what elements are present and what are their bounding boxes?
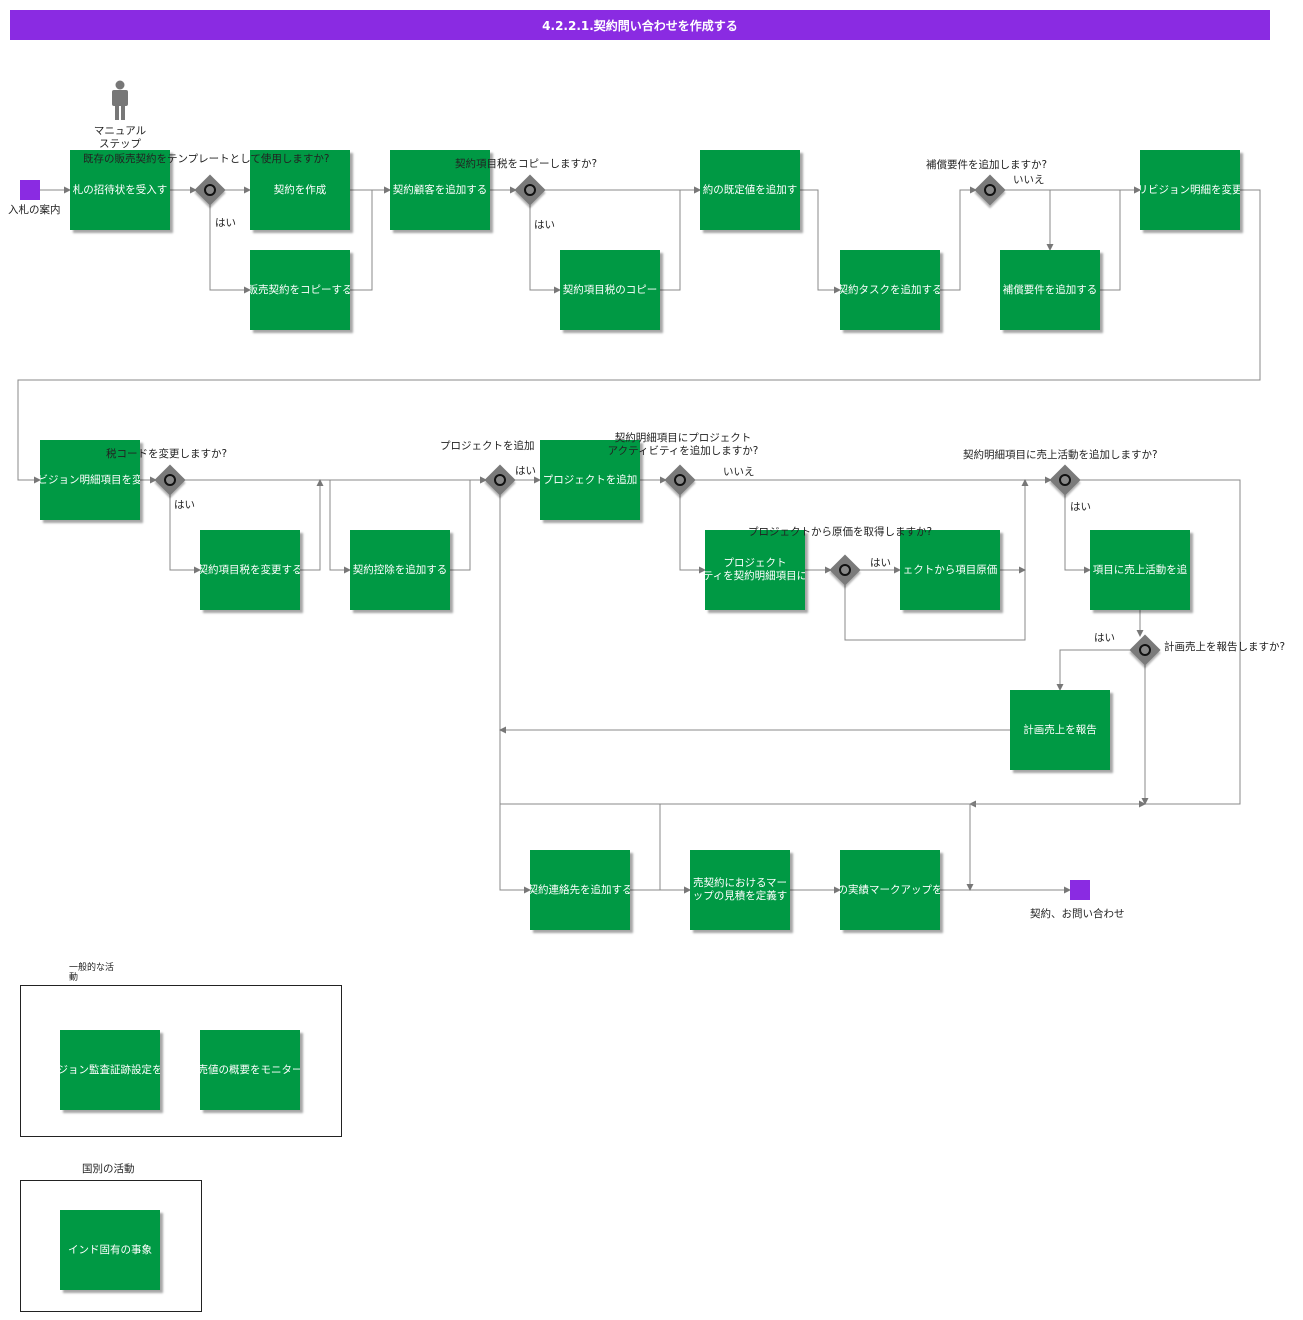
task-add-contract-task[interactable]: 契約タスクを追加する xyxy=(840,250,940,330)
task-label: ェクトから項目原価 xyxy=(902,563,998,576)
task-label: 契約タスクを追加する xyxy=(840,283,940,296)
task-change-contract-item-tax[interactable]: 契約項目税を変更する xyxy=(200,530,300,610)
task-label: リビジョン明細を変更 xyxy=(1140,183,1240,196)
task-get-cost-from-project[interactable]: ェクトから項目原価 xyxy=(900,530,1000,610)
task-label: 項目に売上活動を追 xyxy=(1092,563,1188,576)
branch-yes-label: はい xyxy=(1070,501,1091,513)
general-activities-box xyxy=(20,985,342,1137)
task-label: 契約項目税を変更する xyxy=(200,563,300,576)
start-event-label: 入札の案内 xyxy=(8,204,61,216)
task-label: 約の既定値を追加す xyxy=(702,183,798,196)
end-event[interactable] xyxy=(1070,880,1090,900)
task-add-project[interactable]: プロジェクトを追加 xyxy=(540,440,640,520)
task-define-markup-estimate[interactable]: 売契約におけるマー ップの見積を定義す xyxy=(690,850,790,930)
country-activities-title: 国別の活動 xyxy=(82,1163,135,1175)
task-copy-sales-contract[interactable]: 販売契約をコピーする xyxy=(250,250,350,330)
task-label: 売値の概要をモニター xyxy=(200,1063,300,1076)
question-label: 契約項目税をコピーしますか? xyxy=(455,158,598,170)
task-create-contract[interactable]: 契約を作成 xyxy=(250,150,350,230)
task-label: 契約連絡先を追加する xyxy=(530,883,630,896)
task-copy-contract-item-tax[interactable]: 契約項目税のコピー xyxy=(560,250,660,330)
task-label: 契約項目税のコピー xyxy=(562,283,658,296)
task-add-contract-deduction[interactable]: 契約控除を追加する xyxy=(350,530,450,610)
branch-yes-label: はい xyxy=(534,219,555,231)
branch-yes-label: はい xyxy=(1094,632,1115,644)
start-event[interactable] xyxy=(20,180,40,200)
branch-no-label: いいえ xyxy=(1013,174,1045,186)
manual-step-person-icon xyxy=(108,80,132,126)
question-label: 契約明細項目に売上活動を追加しますか? xyxy=(963,449,1158,461)
task-actual-markup[interactable]: の実績マークアップを xyxy=(840,850,940,930)
task-receive-invitation[interactable]: 札の招待状を受入す xyxy=(70,150,170,230)
country-activities-box xyxy=(20,1180,202,1312)
manual-step-label: マニュアル ステップ xyxy=(93,125,147,150)
task-label: 契約顧客を追加する xyxy=(392,183,488,196)
task-label: の実績マークアップを xyxy=(840,883,940,896)
task-add-sales-activity[interactable]: 項目に売上活動を追 xyxy=(1090,530,1190,610)
task-add-contract-customer[interactable]: 契約顧客を追加する xyxy=(390,150,490,230)
task-add-contract-defaults[interactable]: 約の既定値を追加す xyxy=(700,150,800,230)
question-label: 契約明細項目にプロジェクト アクティビティを追加しますか? xyxy=(607,432,759,457)
branch-no-label: いいえ xyxy=(723,466,755,478)
task-change-revision-detail[interactable]: リビジョン明細を変更 xyxy=(1140,150,1240,230)
task-change-revision-item[interactable]: ビジョン明細項目を変 xyxy=(40,440,140,520)
task-label: ビジョン明細項目を変 xyxy=(40,473,140,486)
branch-yes-label: はい xyxy=(174,499,195,511)
branch-yes-label: はい xyxy=(870,557,891,569)
general-activities-title: 一般的な活 動 xyxy=(69,963,115,983)
task-label: 契約を作成 xyxy=(273,183,327,196)
task-add-contract-contact[interactable]: 契約連絡先を追加する xyxy=(530,850,630,930)
task-label: 売契約におけるマー ップの見積を定義す xyxy=(692,877,788,902)
task-india-specific-event[interactable]: インド固有の事象 xyxy=(60,1210,160,1290)
task-add-project-activity[interactable]: プロジェクト ティを契約明細項目に xyxy=(705,530,805,610)
task-monitor-price-summary[interactable]: 売値の概要をモニター xyxy=(200,1030,300,1110)
task-label: 計画売上を報告 xyxy=(1023,723,1097,736)
task-label: 販売契約をコピーする xyxy=(250,283,350,296)
task-label: 補償要件を追加する xyxy=(1002,283,1098,296)
task-add-warranty-requirement[interactable]: 補償要件を追加する xyxy=(1000,250,1100,330)
task-label: インド固有の事象 xyxy=(68,1243,152,1256)
task-label: ジョン監査証跡設定を xyxy=(60,1063,160,1076)
question-label: 補償要件を追加しますか? xyxy=(926,159,1048,171)
task-label: プロジェクト ティを契約明細項目に xyxy=(705,557,805,582)
task-label: プロジェクトを追加 xyxy=(542,473,638,486)
question-label: プロジェクトから原価を取得しますか? xyxy=(748,526,933,538)
question-label: 計画売上を報告しますか? xyxy=(1164,641,1286,653)
question-label: プロジェクトを追加 xyxy=(440,440,535,452)
diagram-title: 4.2.2.1.契約問い合わせを作成する xyxy=(10,10,1270,40)
end-event-label: 契約、お問い合わせ xyxy=(1030,908,1125,920)
question-label: 税コードを変更しますか? xyxy=(106,448,228,460)
branch-yes-label: はい xyxy=(215,217,236,229)
branch-yes-label: はい xyxy=(515,465,536,477)
task-revision-audit-trail[interactable]: ジョン監査証跡設定を xyxy=(60,1030,160,1110)
task-label: 契約控除を追加する xyxy=(352,563,448,576)
question-label: 既存の販売契約をテンプレートとして使用しますか? xyxy=(83,153,330,165)
task-label: 札の招待状を受入す xyxy=(72,183,168,196)
task-report-planned-sales[interactable]: 計画売上を報告 xyxy=(1010,690,1110,770)
